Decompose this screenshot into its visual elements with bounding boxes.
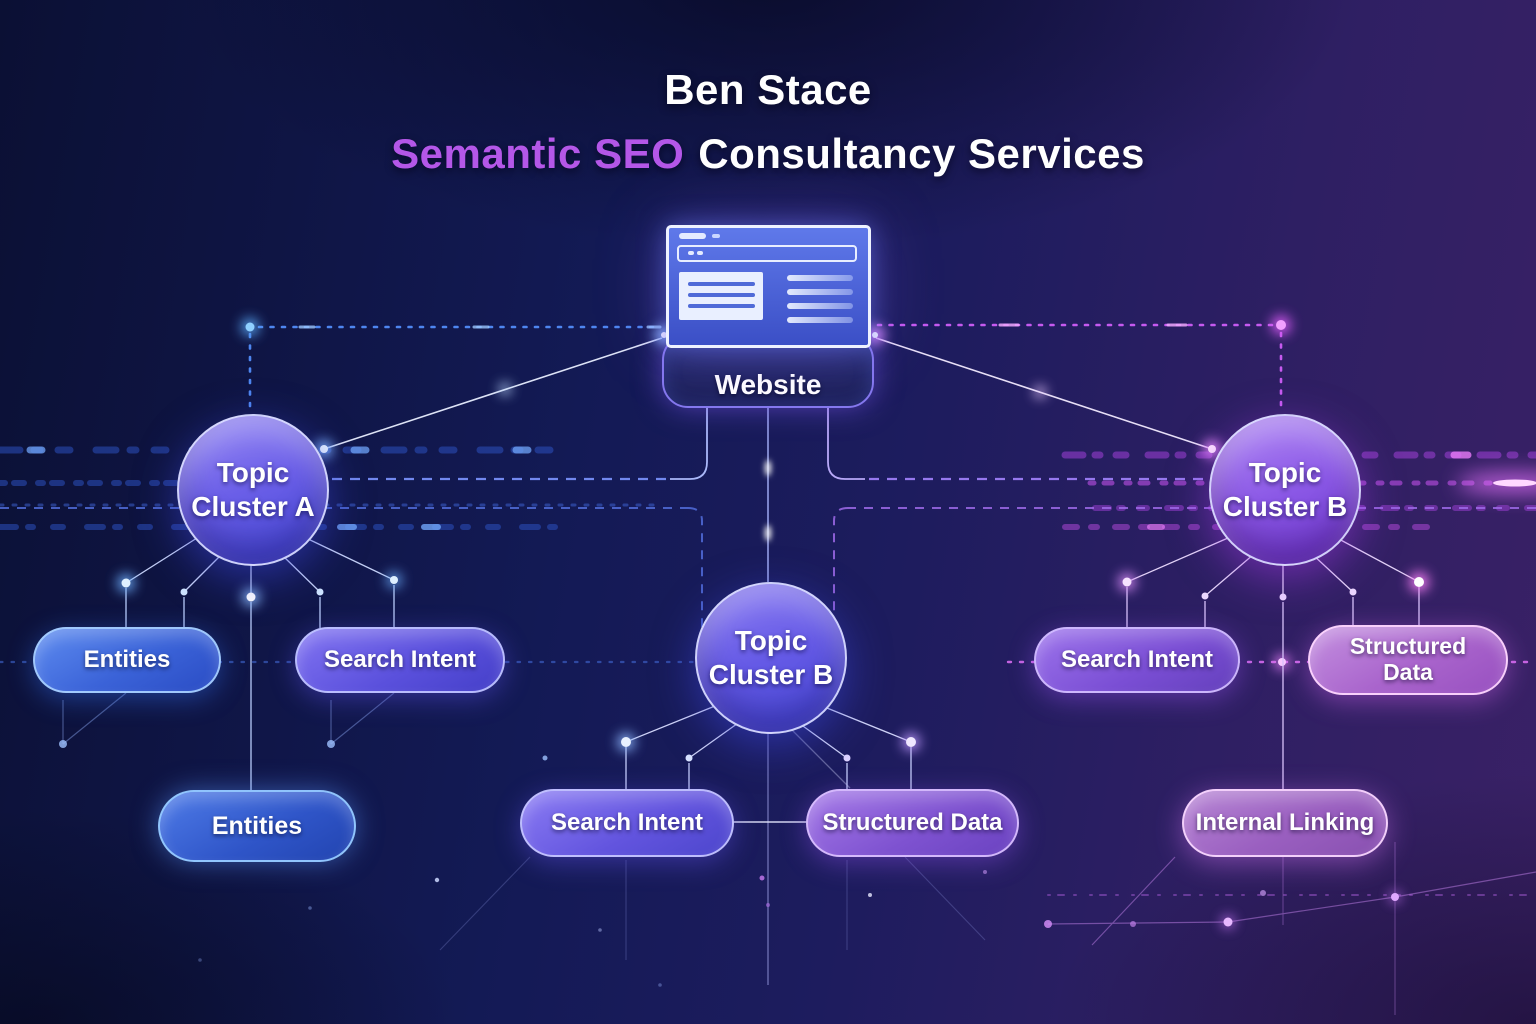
browser-window-icon [666,225,871,348]
content-bar [787,303,853,309]
cluster-label-line2: Cluster B [708,659,834,690]
browser-tab-button [712,234,720,238]
structured-data-node: Structured Data [806,789,1019,857]
topic-cluster-a-node: Topic Cluster A [177,414,329,566]
entities-node: Entities [33,627,221,693]
cluster-label-line2: Cluster A [191,491,315,522]
subtitle-accent: Semantic SEO [391,130,685,177]
content-bar [787,317,853,323]
page-title: Ben Stace [664,66,872,113]
page-subtitle: Semantic SEO Consultancy Services [0,130,1536,178]
text-line [688,282,755,286]
address-bar-dot [688,251,694,255]
structured-data-node: Structured Data [1308,625,1508,695]
search-intent-node: Search Intent [1034,627,1240,693]
cluster-label-line1: Topic [1248,456,1322,488]
cluster-label-line1: Topic [216,456,290,488]
topic-cluster-b-center-node: Topic Cluster B [695,582,847,734]
subtitle-rest: Consultancy Services [698,130,1145,177]
content-bar [787,275,853,281]
search-intent-node: Search Intent [295,627,505,693]
text-line [688,293,755,297]
content-bar [787,289,853,295]
cluster-label-line2: Cluster B [1222,491,1348,522]
address-bar-dot [697,251,703,255]
internal-linking-node: Internal Linking [1182,789,1388,857]
entities-node: Entities [158,790,356,862]
cluster-label-line1: Topic [734,624,808,656]
text-line [688,304,755,308]
browser-content-panel [679,272,763,320]
browser-address-bar [677,245,857,262]
topic-cluster-b-right-node: Topic Cluster B [1209,414,1361,566]
search-intent-node: Search Intent [520,789,734,857]
browser-tab [679,233,706,239]
